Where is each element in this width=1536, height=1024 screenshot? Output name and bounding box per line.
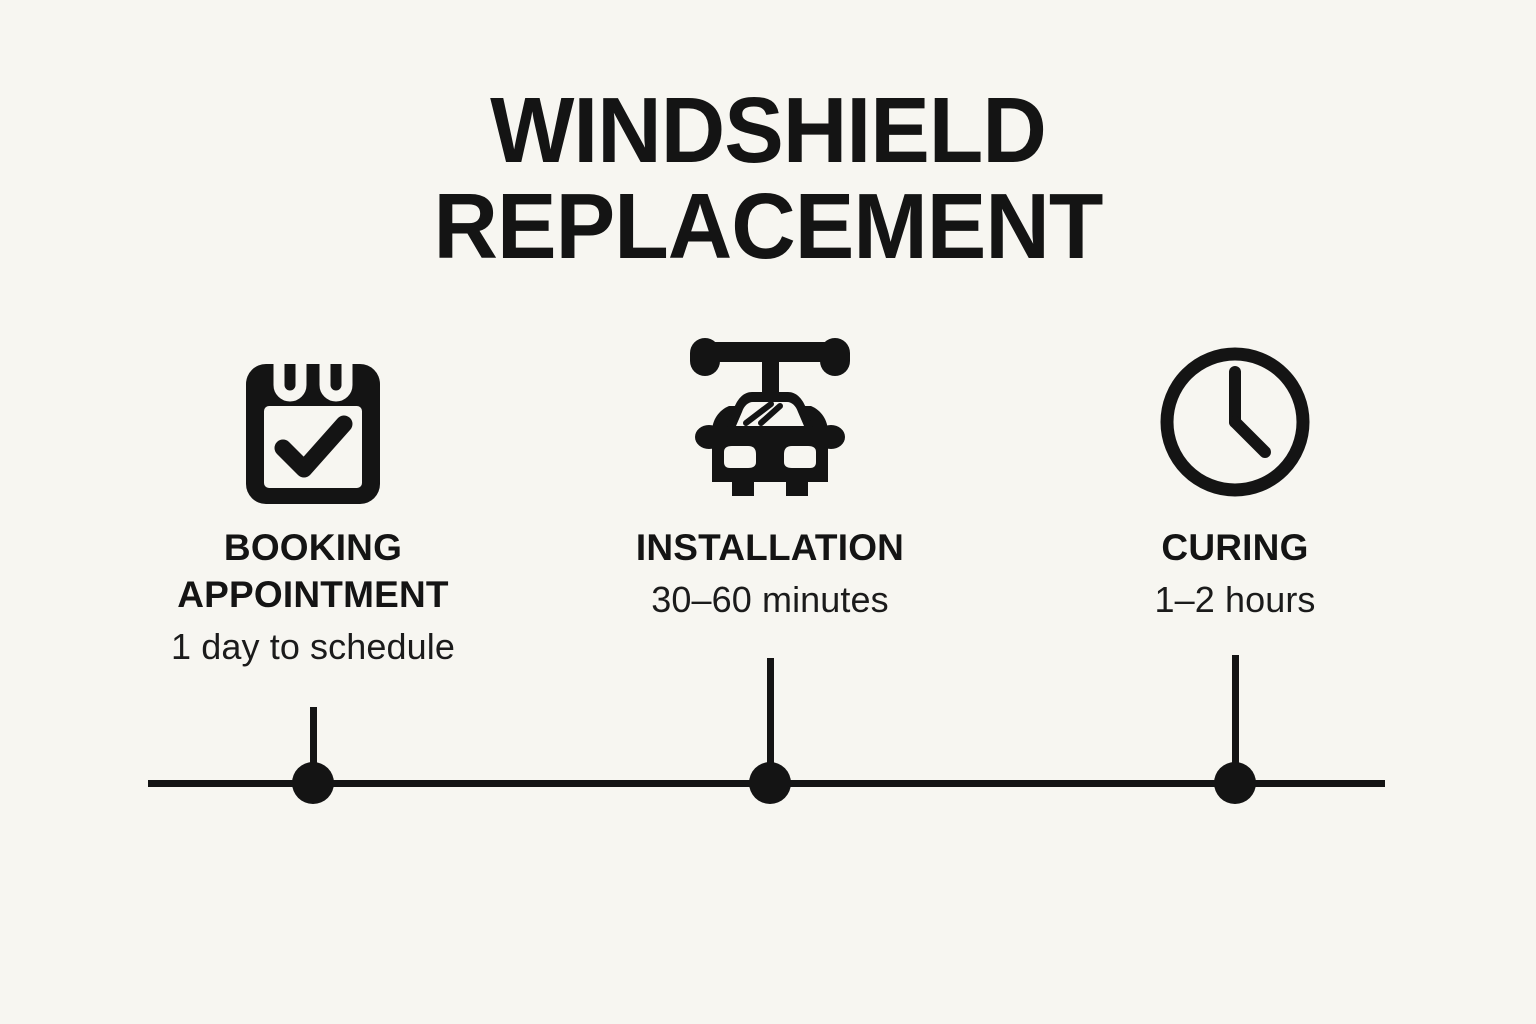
timeline-stem-curing [1231,655,1239,783]
car-windshield-icon [560,336,980,508]
timeline-step-booking: BOOKING APPOINTMENT 1 day to schedule [103,336,523,669]
title-line-2: REPLACEMENT [433,174,1104,278]
step-detail: 30–60 minutes [651,579,889,620]
step-detail: 1 day to schedule [171,626,455,667]
step-heading: CURING [1161,527,1309,568]
timeline-node-installation [749,762,791,804]
calendar-check-icon [103,336,523,508]
title-line-1: WINDSHIELD [490,78,1047,182]
timeline-node-booking [292,762,334,804]
step-heading: BOOKING APPOINTMENT [177,527,449,615]
timeline-node-curing [1214,762,1256,804]
timeline-stem-booking [309,707,317,783]
step-detail: 1–2 hours [1154,579,1316,620]
step-heading: INSTALLATION [635,527,905,568]
timeline-stem-installation [766,658,774,783]
clock-icon [1025,336,1445,508]
timeline-step-curing: CURING 1–2 hours [1025,336,1445,622]
page-title: WINDSHIELD REPLACEMENT [31,82,1506,274]
timeline-step-installation: INSTALLATION 30–60 minutes [560,336,980,622]
